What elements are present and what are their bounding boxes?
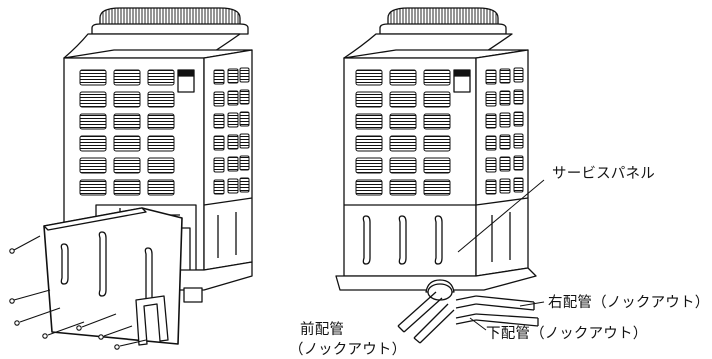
leader-right-piping (519, 301, 545, 307)
leader-service-panel (457, 179, 545, 253)
service-panel-slot-1 (362, 215, 371, 265)
right-fan-guard (387, 7, 499, 27)
service-panel-slot-2 (398, 215, 407, 265)
service-panel-slot-3 (434, 215, 443, 265)
right-piping-label: 右配管（ノックアウト） (548, 295, 710, 311)
front-piping-knockout-label: （ノックアウト） (289, 342, 407, 358)
right-outdoor-unit (335, 7, 545, 344)
front-piping-label: 前配管 (300, 322, 345, 338)
left-fan-guard (99, 7, 241, 27)
service-panel-label: サービスパネル (552, 166, 655, 182)
left-outdoor-unit (9, 7, 253, 350)
bottom-piping-label: 下配管（ノックアウト） (486, 326, 648, 342)
leader-bottom-piping (469, 317, 487, 331)
